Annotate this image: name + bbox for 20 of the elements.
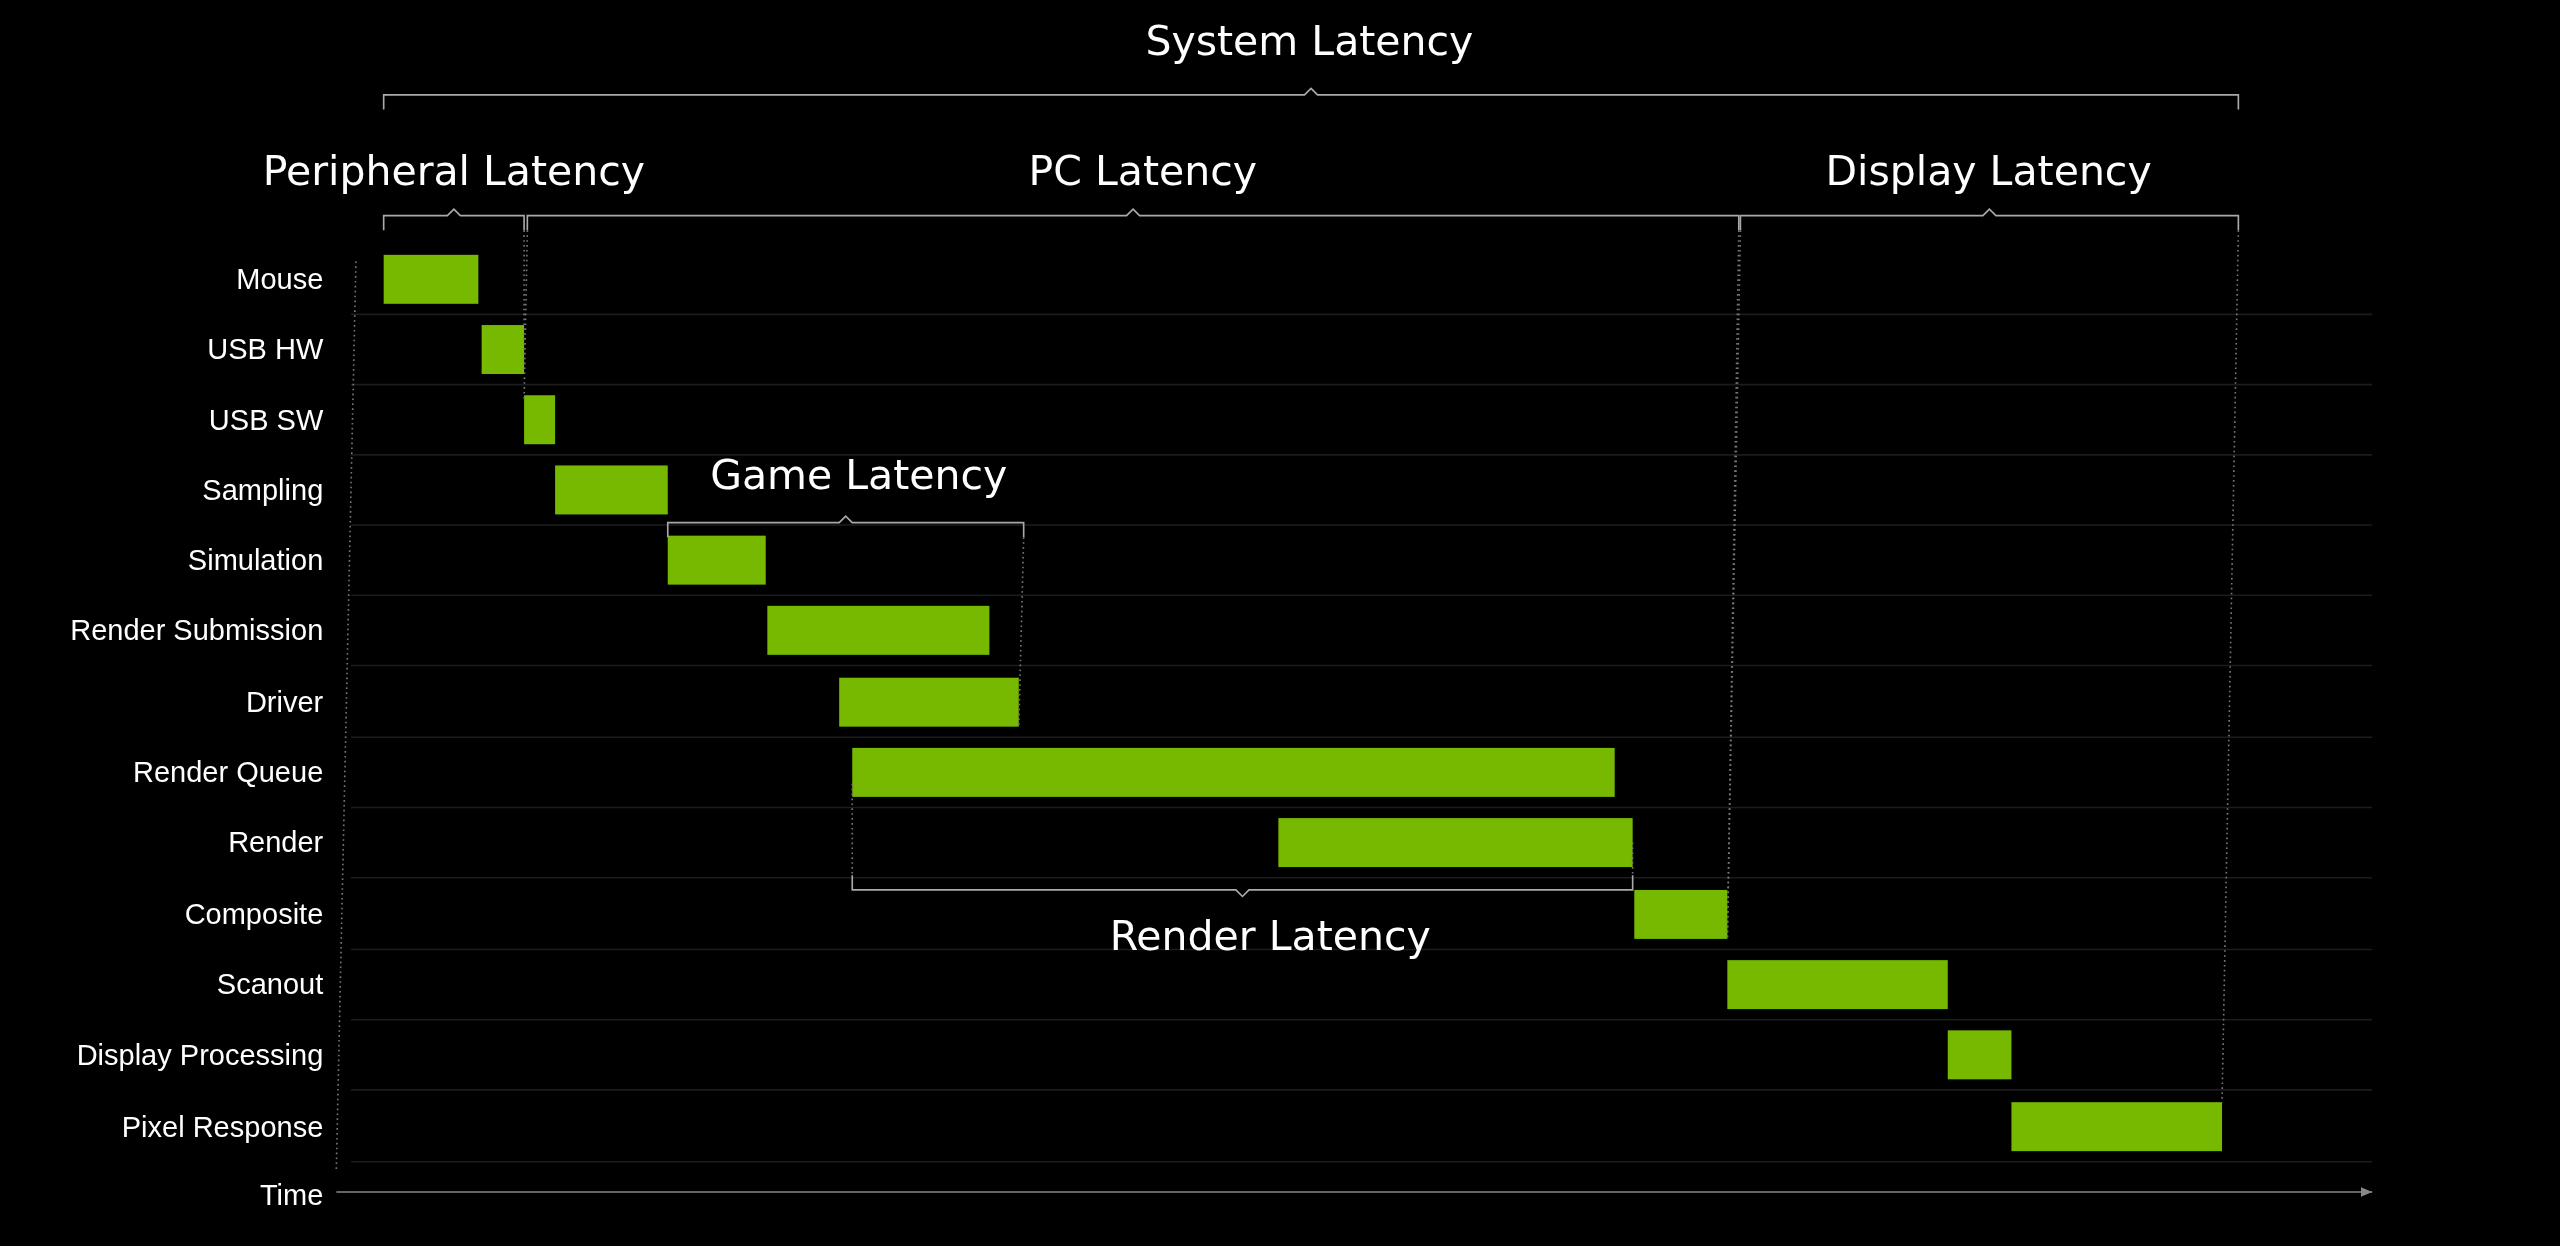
row-label: Render <box>228 825 324 859</box>
row-label: Mouse <box>236 262 324 296</box>
row-label: Sampling <box>202 473 324 507</box>
row-label: Driver <box>245 685 324 719</box>
row-label: Render Submission <box>70 613 324 647</box>
row-label: Composite <box>184 897 324 931</box>
row-label: Pixel Response <box>121 1110 324 1143</box>
bracket-label: Game Latency <box>710 451 1008 500</box>
row-label: Simulation <box>187 543 324 577</box>
row-label: USB SW <box>208 403 324 437</box>
row-label: USB HW <box>207 332 324 366</box>
row-label: Render Queue <box>133 755 324 789</box>
row-label: Display Processing <box>76 1038 324 1072</box>
bracket-label: PC Latency <box>1028 147 1258 196</box>
row-label: Scanout <box>216 968 324 1001</box>
bracket-label: Render Latency <box>1109 911 1431 960</box>
bracket-label: System Latency <box>1145 16 1474 65</box>
bracket-label: Peripheral Latency <box>262 147 646 196</box>
bracket-label: Display Latency <box>1825 147 2152 196</box>
axis-label: Time <box>259 1178 324 1212</box>
